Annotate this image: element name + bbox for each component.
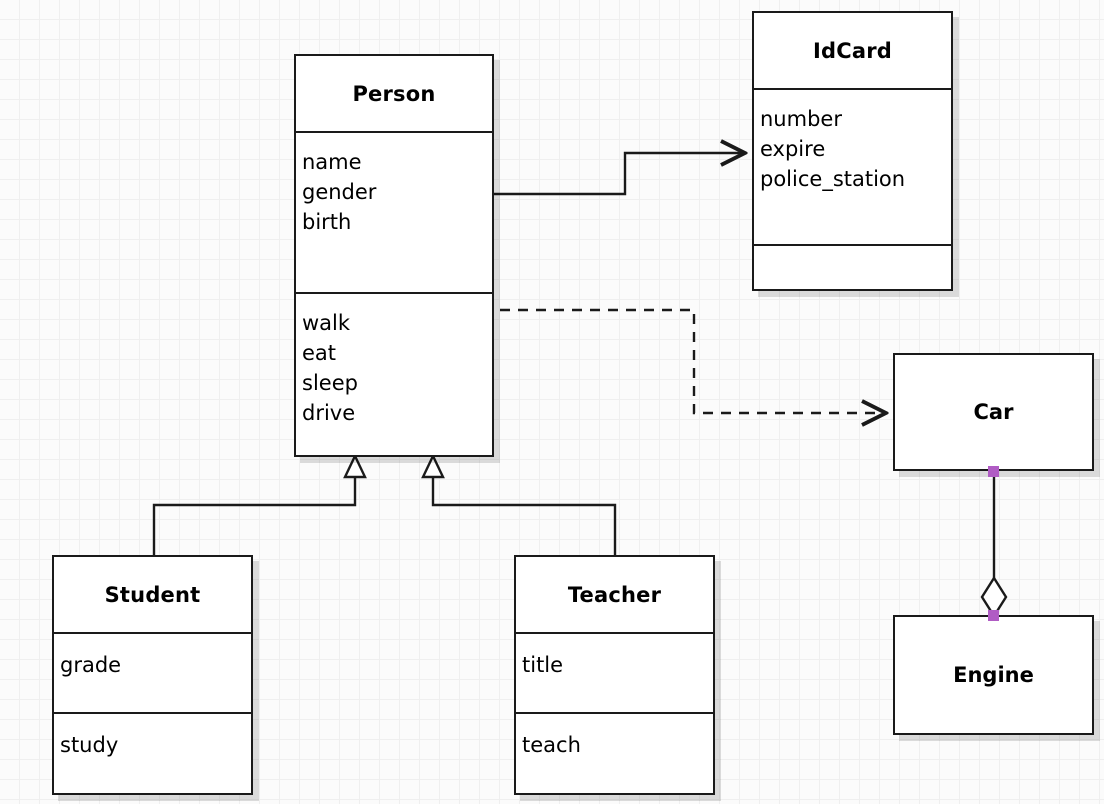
class-operations-idcard bbox=[754, 244, 951, 289]
operation-student-study: study bbox=[60, 733, 119, 757]
class-name-idcard: IdCard bbox=[812, 38, 893, 63]
operation-teacher-teach: teach bbox=[522, 733, 581, 757]
class-box-teacher[interactable]: Teacher title teach bbox=[514, 555, 715, 795]
attribute-person-name: name bbox=[302, 150, 362, 174]
attribute-student-grade: grade bbox=[60, 653, 122, 677]
class-attributes-teacher: title bbox=[516, 632, 713, 712]
class-name-teacher: Teacher bbox=[567, 582, 662, 607]
class-attributes-student: grade bbox=[54, 632, 251, 712]
class-box-idcard[interactable]: IdCard number expire police_station bbox=[752, 11, 953, 291]
connection-handle-car[interactable] bbox=[988, 466, 999, 477]
operation-person-drive: drive bbox=[302, 401, 356, 425]
class-name-car: Car bbox=[973, 400, 1014, 424]
generalization-triangle-student bbox=[343, 453, 367, 479]
attribute-idcard-expire: expire bbox=[760, 137, 826, 161]
class-attributes-idcard: number expire police_station bbox=[754, 88, 951, 244]
class-box-car[interactable]: Car bbox=[893, 353, 1094, 471]
attribute-idcard-police-station: police_station bbox=[760, 167, 906, 191]
attribute-person-birth: birth bbox=[302, 210, 352, 234]
class-attributes-person: name gender birth bbox=[296, 131, 492, 292]
edge-teacher-person[interactable] bbox=[421, 453, 617, 555]
class-name-person: Person bbox=[352, 81, 436, 106]
class-operations-teacher: teach bbox=[516, 712, 713, 793]
connection-handle-engine[interactable] bbox=[988, 610, 999, 621]
class-box-engine[interactable]: Engine bbox=[893, 615, 1094, 735]
generalization-triangle-teacher bbox=[421, 453, 445, 479]
operation-person-eat: eat bbox=[302, 341, 337, 365]
class-name-student: Student bbox=[104, 582, 201, 607]
edge-student-person[interactable] bbox=[152, 453, 367, 555]
class-operations-person: walk eat sleep drive bbox=[296, 292, 492, 455]
class-box-student[interactable]: Student grade study bbox=[52, 555, 253, 795]
operation-person-walk: walk bbox=[302, 311, 351, 335]
edge-car-engine[interactable] bbox=[980, 471, 1008, 619]
class-name-engine: Engine bbox=[953, 663, 1034, 687]
edge-person-car[interactable] bbox=[500, 308, 886, 413]
class-operations-student: study bbox=[54, 712, 251, 793]
attribute-idcard-number: number bbox=[760, 107, 842, 131]
edge-person-idcard[interactable] bbox=[494, 153, 745, 196]
operation-person-sleep: sleep bbox=[302, 371, 358, 395]
attribute-teacher-title: title bbox=[522, 653, 564, 677]
attribute-person-gender: gender bbox=[302, 180, 377, 204]
class-box-person[interactable]: Person name gender birth walk eat sleep … bbox=[294, 54, 494, 457]
